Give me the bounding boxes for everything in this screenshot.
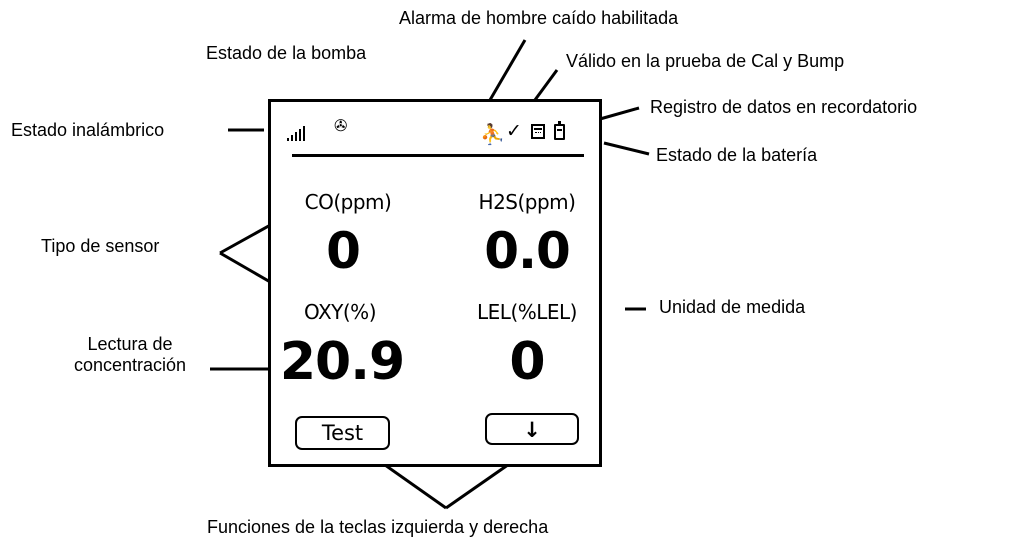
callout-battery-status: Estado de la batería [656,145,818,165]
callout-concentration-line1: Lectura de [87,334,173,354]
sensor-unit-h2s: H2S(ppm) [478,190,576,214]
pump-icon: ✇ [334,116,348,135]
callout-sensor-type: Tipo de sensor [41,236,160,256]
check-icon: ✓ [506,120,522,142]
sensor-unit-oxy: OXY(%) [304,300,377,324]
sensor-reading-lel: 0 [509,332,545,392]
callout-concentration: Lectura de concentración [60,334,200,375]
sensor-unit-lel: LEL(%LEL) [477,300,577,324]
callout-wireless-status: Estado inalámbrico [11,120,165,140]
sensor-reading-oxy: 20.9 [279,332,405,392]
right-softkey-arrow-down[interactable]: ↓ [485,413,579,445]
gas-detector-display: ✇ ⛹ ✓ CO(ppm) H2S(ppm) 0 0.0 OXY(%) LEL(… [268,99,602,467]
callout-key-functions: Funciones de la teclas izquierda y derec… [207,517,549,537]
sensor-unit-co: CO(ppm) [304,190,392,214]
sensor-reading-co: 0 [326,222,361,280]
sensor-reading-h2s: 0.0 [484,222,571,280]
callout-data-log-reminder: Registro de datos en recordatorio [650,97,918,117]
callout-concentration-line2: concentración [73,354,187,375]
man-down-icon: ⛹ [480,122,505,146]
display-divider [292,154,584,157]
callout-unit-of-measure: Unidad de medida [659,297,806,317]
battery-icon [554,121,565,140]
callout-alarm-man-down: Alarma de hombre caído habilitada [399,8,679,28]
signal-icon [287,125,309,141]
calendar-icon [531,124,545,139]
left-softkey-test[interactable]: Test [295,416,390,450]
callout-cal-bump-valid: Válido en la prueba de Cal y Bump [566,51,845,71]
callout-pump-status: Estado de la bomba [206,43,367,63]
